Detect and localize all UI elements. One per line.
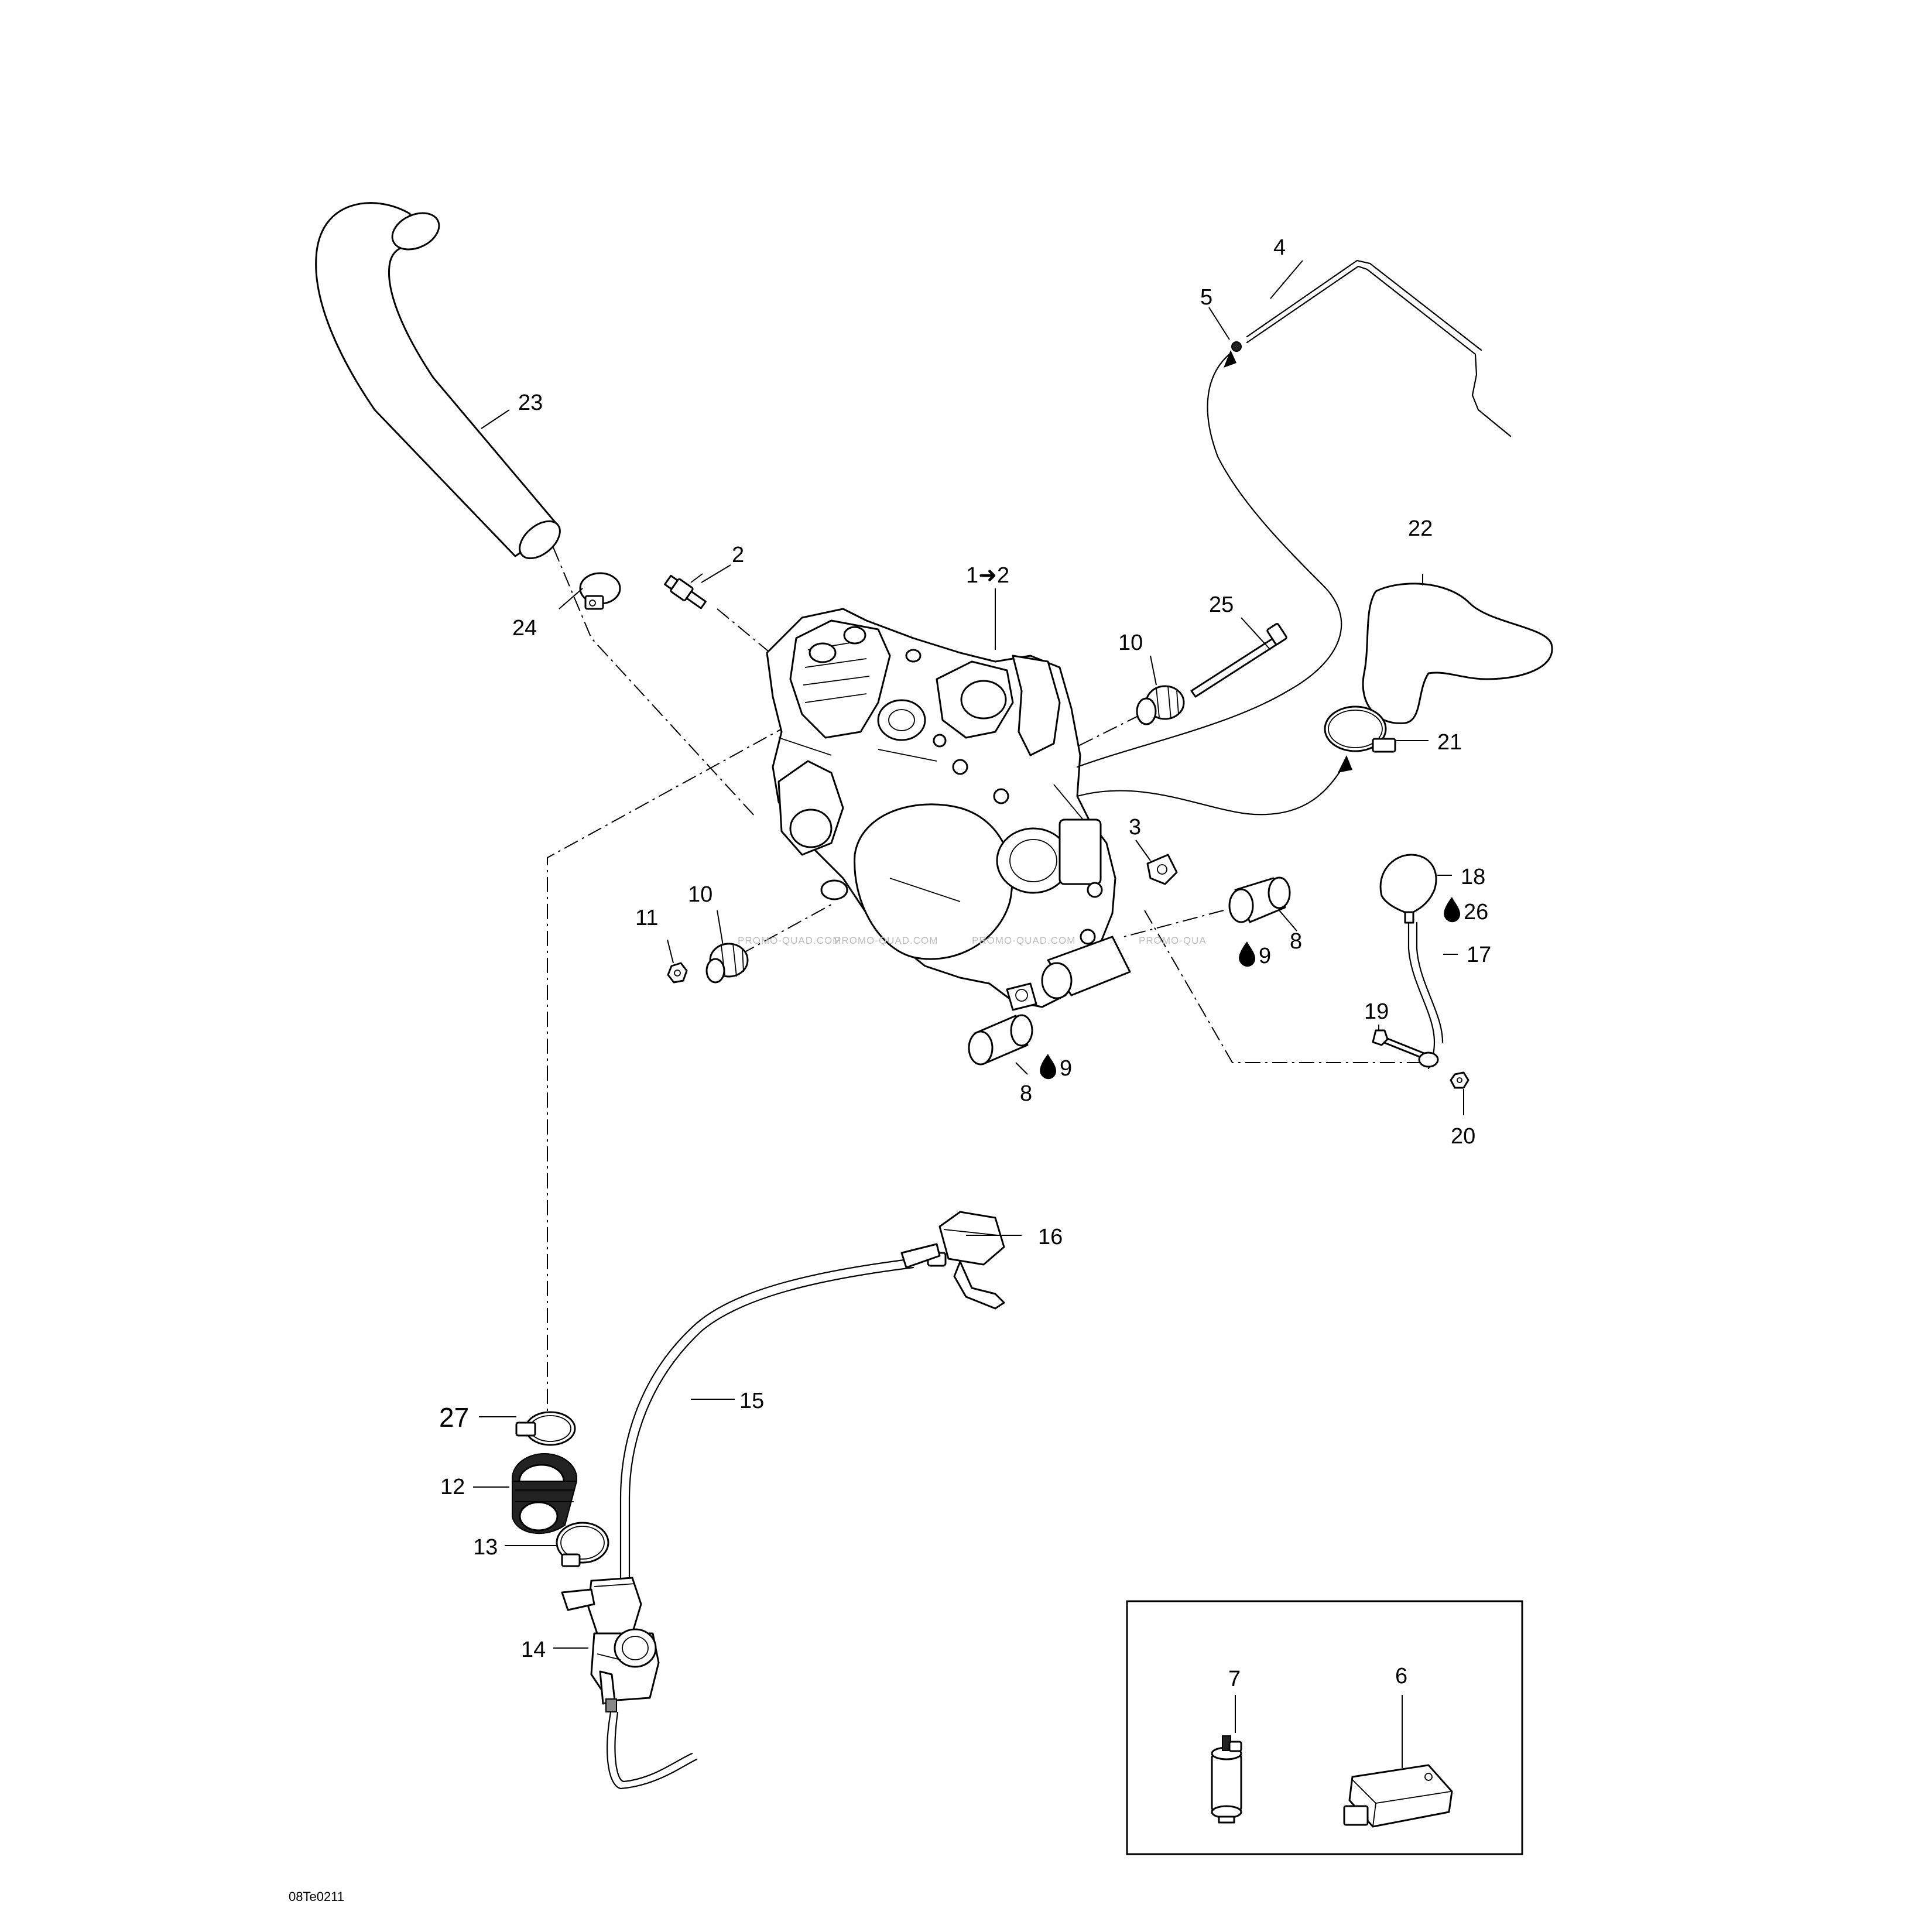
watermark-4: PROMO-QUA xyxy=(1139,935,1207,946)
callout-15: 15 xyxy=(739,1389,764,1413)
assembly-line-intake xyxy=(547,711,814,1417)
throttle-cable-end xyxy=(900,1243,941,1269)
callout-1-arrow-2: 1➜2 xyxy=(966,563,1009,588)
ground-wire xyxy=(1076,760,1348,816)
callout-13: 13 xyxy=(473,1535,498,1560)
callout-4: 4 xyxy=(1273,235,1286,260)
arrow-head-5 xyxy=(1224,350,1236,368)
callout-21: 21 xyxy=(1437,730,1462,755)
spark-plug xyxy=(664,574,707,609)
assembly-line-ground xyxy=(1144,910,1423,1063)
ground-terminal xyxy=(1418,1051,1439,1068)
clamp-27 xyxy=(515,1411,576,1446)
assembly-line-mount-right xyxy=(1123,910,1224,937)
throttle-cable xyxy=(619,1258,914,1588)
air-intake-boot xyxy=(1362,583,1553,724)
callout-17: 17 xyxy=(1467,943,1491,967)
callout-10-lower: 10 xyxy=(688,882,712,907)
spark-plug-wire xyxy=(1407,922,1436,1070)
assembly-line-mount-left xyxy=(740,904,832,955)
lubricant-9-right: 9 xyxy=(1239,941,1271,968)
callout-6: 6 xyxy=(1395,1664,1407,1688)
callout-12: 12 xyxy=(440,1475,465,1499)
inset-box xyxy=(1126,1600,1523,1855)
carburetor xyxy=(561,1577,660,1712)
arrow-head-21 xyxy=(1338,755,1352,773)
bracket-3 xyxy=(1146,854,1178,885)
callout-24: 24 xyxy=(512,616,537,640)
carburetor-adapter xyxy=(512,1453,578,1534)
callout-3: 3 xyxy=(1129,815,1141,840)
callout-14: 14 xyxy=(521,1638,546,1662)
bolt-19 xyxy=(1372,1029,1427,1060)
callout-27: 27 xyxy=(439,1402,469,1433)
cdi-module xyxy=(1343,1764,1453,1828)
callout-7: 7 xyxy=(1228,1667,1241,1691)
assembly-line-exhaust xyxy=(553,547,756,817)
nut-20 xyxy=(1450,1071,1469,1089)
rubber-mount-lower xyxy=(705,943,749,984)
callout-18: 18 xyxy=(1461,865,1485,889)
svg-text:9: 9 xyxy=(1060,1056,1072,1081)
throttle-housing xyxy=(927,1211,1005,1310)
callout-10-upper: 10 xyxy=(1118,631,1143,655)
watermark-2: PROMO-QUAD.COM xyxy=(834,935,938,946)
sleeve-right xyxy=(1228,876,1291,923)
small-clamp xyxy=(1231,341,1242,352)
callout-22: 22 xyxy=(1408,516,1433,541)
callout-19: 19 xyxy=(1364,999,1389,1024)
callout-16: 16 xyxy=(1038,1225,1063,1249)
spark-plug-cap xyxy=(1379,854,1437,924)
nut-11 xyxy=(667,962,688,984)
callout-2: 2 xyxy=(732,543,744,567)
callout-8-right: 8 xyxy=(1290,929,1302,954)
leader-lines xyxy=(473,260,1464,1768)
callout-11: 11 xyxy=(635,906,658,930)
engine-block xyxy=(766,608,1131,1011)
svg-text:26: 26 xyxy=(1464,900,1488,924)
bolt-25 xyxy=(1190,623,1287,698)
drain-tube xyxy=(607,1711,698,1790)
hose-clamp-21 xyxy=(1324,705,1396,753)
callout-5: 5 xyxy=(1200,285,1212,310)
breather-tube xyxy=(1246,265,1512,437)
callout-20: 20 xyxy=(1451,1124,1475,1149)
rubber-mount-upper xyxy=(1136,685,1185,725)
o-ring xyxy=(820,879,848,900)
lubricant-9-lower: 9 xyxy=(1040,1054,1072,1081)
sleeve-lower xyxy=(968,1014,1033,1066)
callout-8-lower: 8 xyxy=(1020,1081,1032,1106)
lubricant-26: 26 xyxy=(1444,897,1488,924)
assembly-line-bolt xyxy=(1077,702,1166,747)
exhaust-pipe xyxy=(315,202,561,560)
callout-25: 25 xyxy=(1209,592,1234,617)
figure-code: 08Te0211 xyxy=(289,1889,344,1904)
callout-23: 23 xyxy=(518,390,543,415)
svg-text:9: 9 xyxy=(1259,944,1271,968)
vent-hose xyxy=(1076,353,1342,768)
exhaust-clamp xyxy=(579,572,621,610)
fuel-pump xyxy=(1211,1735,1242,1824)
clamp-13 xyxy=(556,1522,609,1567)
watermark-3: PROMO-QUAD.COM xyxy=(972,935,1075,946)
watermark-1: PROMO-QUAD.COM xyxy=(738,935,841,946)
